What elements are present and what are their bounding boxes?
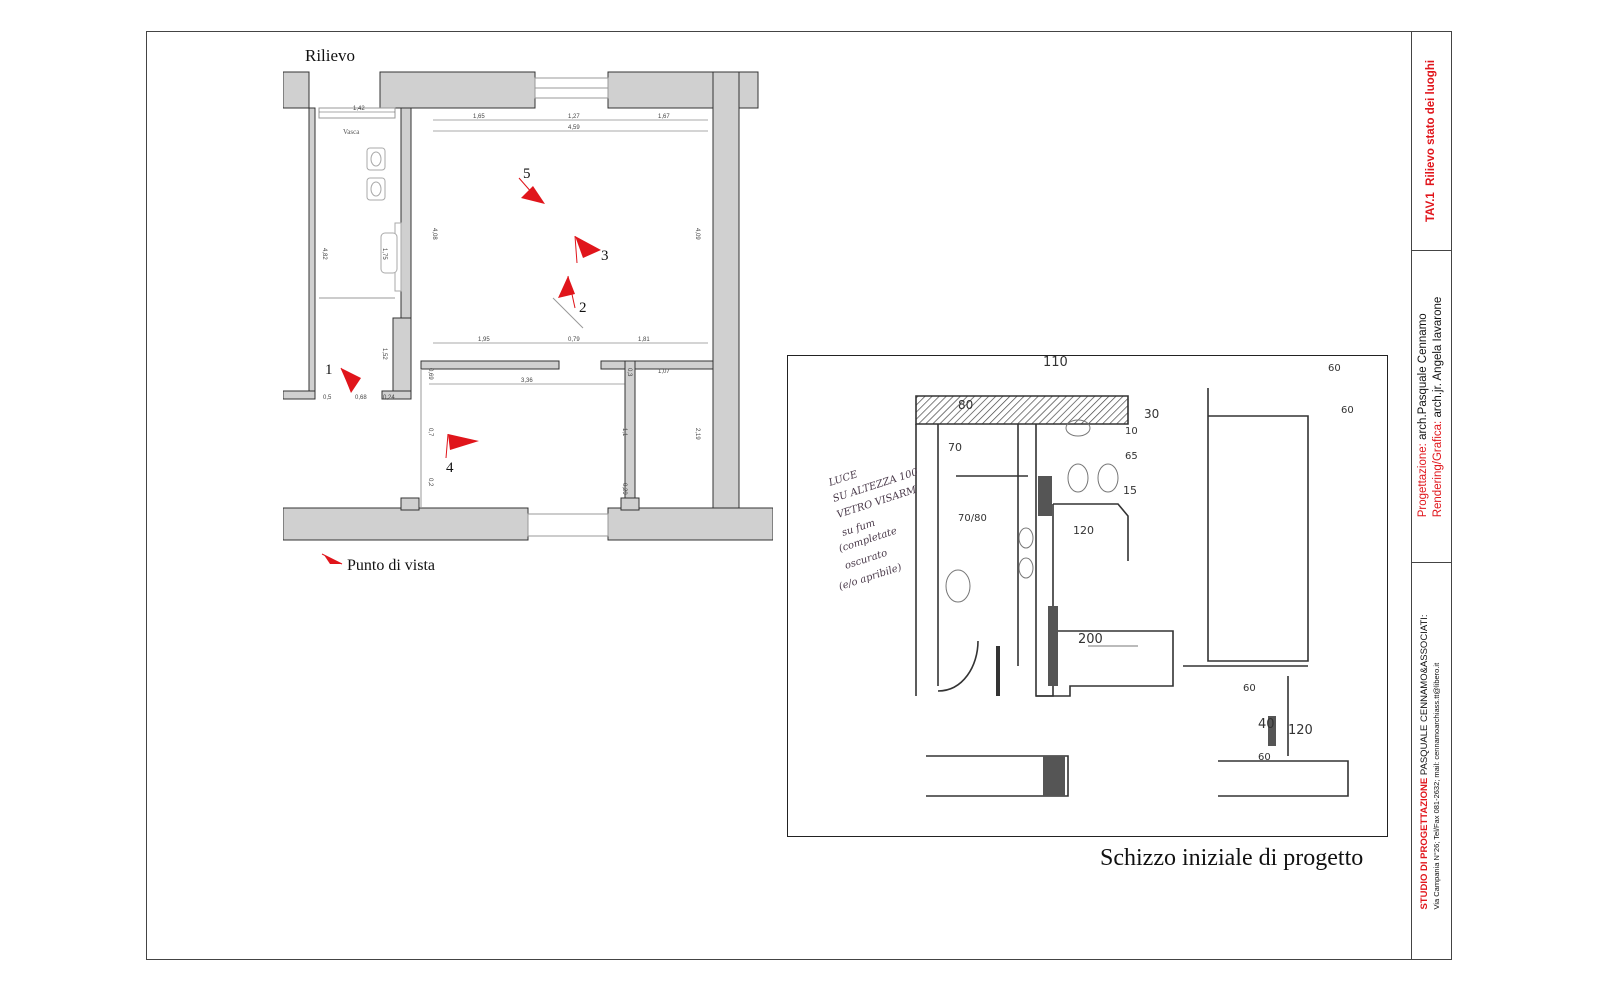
svg-text:4,08: 4,08 [431, 228, 437, 240]
svg-text:2: 2 [579, 300, 587, 316]
progettazione-label: Progettazione: [1417, 443, 1429, 518]
svg-text:80: 80 [958, 398, 973, 412]
plan-title: Rilievo [305, 46, 356, 65]
svg-text:0,79: 0,79 [568, 337, 580, 343]
svg-text:60: 60 [1328, 363, 1341, 374]
svg-text:4,09: 4,09 [694, 228, 700, 240]
svg-text:0,68: 0,68 [355, 395, 367, 401]
sketch-handwritten-note: LUCE SU ALTEZZA 100 VETRO VISARM su fum … [827, 467, 920, 593]
studio-contact: Via Campania N°26; Tel/Fax 081-2632; mai… [1432, 662, 1441, 910]
svg-text:200: 200 [1078, 632, 1103, 647]
plan-dimensions: 1,42 1,65 1,27 1,67 4,59 4,08 4,09 4,82 … [319, 106, 708, 495]
viewpoint-3: 3 [574, 235, 609, 264]
viewpoint-5: 5 [518, 166, 545, 204]
svg-text:0,69: 0,69 [427, 368, 433, 380]
sketch-annotations: 110 80 30 70 10 65 15 120 70/80 200 60 6… [948, 355, 1354, 763]
svg-text:1,42: 1,42 [353, 106, 365, 112]
title-block-credits: Progettazione: arch.Pasquale Cennamo Ren… [1411, 250, 1451, 563]
svg-text:30: 30 [1144, 407, 1159, 421]
viewpoint-legend-icon [321, 553, 343, 565]
viewpoint-2: 2 [558, 275, 587, 316]
svg-text:0,5: 0,5 [323, 395, 332, 401]
svg-text:1,65: 1,65 [473, 114, 485, 120]
title-block-sheet-title: TAV.1 Rilievo stato dei luoghi [1411, 31, 1451, 250]
rendering-name: arch.jr. Angela Iavarone [1432, 296, 1444, 418]
svg-text:60: 60 [1243, 683, 1256, 694]
svg-text:4: 4 [446, 460, 454, 476]
viewpoint-legend-label: Punto di vista [347, 557, 436, 574]
svg-text:110: 110 [1043, 356, 1068, 370]
svg-text:65: 65 [1125, 451, 1138, 462]
svg-text:1,1: 1,1 [621, 428, 627, 437]
svg-text:1,67: 1,67 [658, 114, 670, 120]
viewpoint-4: 4 [445, 433, 479, 476]
svg-text:1,75: 1,75 [381, 248, 387, 260]
viewpoint-1: 1 [325, 362, 361, 393]
svg-text:0,2: 0,2 [427, 478, 433, 487]
svg-text:4,82: 4,82 [321, 248, 327, 260]
svg-text:60: 60 [1258, 752, 1271, 763]
viewpoint-markers: 1 2 3 4 5 [325, 166, 609, 476]
sheet-code: TAV.1 [1425, 191, 1437, 222]
rendering-label: Rendering/Grafica: [1432, 420, 1444, 518]
svg-text:1,95: 1,95 [478, 337, 490, 343]
svg-text:1,81: 1,81 [638, 337, 650, 343]
sketch-image: 110 80 30 70 10 65 15 120 70/80 200 60 6… [787, 355, 1388, 837]
svg-text:10: 10 [1125, 426, 1138, 437]
svg-text:15: 15 [1123, 484, 1137, 497]
svg-text:70: 70 [948, 441, 962, 454]
svg-text:1: 1 [325, 362, 333, 378]
svg-text:3,36: 3,36 [521, 378, 533, 384]
svg-text:0,7: 0,7 [427, 428, 433, 437]
floor-plan: 1,42 1,65 1,27 1,67 4,59 4,08 4,09 4,82 … [283, 71, 773, 541]
svg-text:70/80: 70/80 [958, 513, 987, 524]
svg-text:0,3: 0,3 [626, 368, 632, 377]
title-block-divider [1411, 31, 1412, 960]
drawing-sheet-border [146, 31, 1452, 960]
svg-text:0,24: 0,24 [383, 395, 395, 401]
studio-name: PASQUALE CENNAMO&ASSOCIATI: [1419, 614, 1430, 776]
svg-text:120: 120 [1288, 723, 1313, 738]
svg-text:1,27: 1,27 [568, 114, 580, 120]
svg-text:40: 40 [1258, 717, 1275, 732]
svg-text:60: 60 [1341, 405, 1354, 416]
room-label-vasca: Vasca [343, 128, 360, 136]
svg-text:1,52: 1,52 [381, 348, 387, 360]
svg-text:1,07: 1,07 [658, 369, 670, 375]
svg-text:2,19: 2,19 [694, 428, 700, 440]
svg-text:0,29: 0,29 [621, 483, 627, 495]
svg-text:4,59: 4,59 [568, 125, 580, 131]
sketch-caption: Schizzo iniziale di progetto [1100, 845, 1364, 871]
progettazione-name: arch.Pasquale Cennamo [1417, 313, 1429, 440]
svg-text:5: 5 [523, 166, 531, 182]
title-block-studio: STUDIO DI PROGETTAZIONE PASQUALE CENNAMO… [1411, 562, 1451, 961]
sheet-title: Rilievo stato dei luoghi [1425, 59, 1437, 186]
plan-walls [283, 71, 773, 541]
hand-sketch: 110 80 30 70 10 65 15 120 70/80 200 60 6… [827, 355, 1354, 797]
studio-label: STUDIO DI PROGETTAZIONE [1419, 777, 1430, 910]
svg-text:3: 3 [601, 248, 609, 264]
svg-text:120: 120 [1073, 524, 1094, 537]
